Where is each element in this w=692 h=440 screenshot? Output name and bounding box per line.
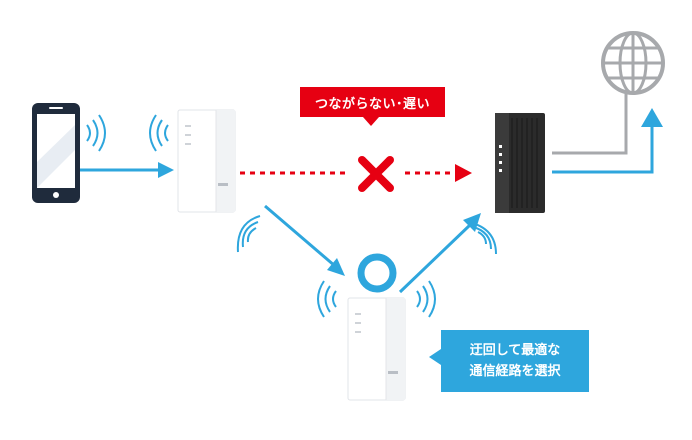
- circle-icon: [357, 253, 397, 293]
- router-icon: [495, 113, 545, 213]
- blocked-route-label: つながらない･遅い: [300, 87, 445, 117]
- router-uplink-arrow: [552, 125, 654, 174]
- wifi-waves-icon: [149, 114, 169, 152]
- route-callout-line2: 通信経路を選択: [469, 364, 561, 379]
- extender-to-mesh-arrow: [264, 204, 336, 268]
- route-callout: 迂回して最適な 通信経路を選択: [441, 330, 589, 392]
- smartphone-icon: [32, 103, 80, 203]
- blocked-label-pointer: [363, 117, 379, 126]
- wifi-extender-icon: [177, 109, 236, 213]
- cross-icon: [358, 156, 394, 192]
- route-callout-line1: 迂回して最適な: [469, 343, 561, 358]
- wifi-waves-icon: [86, 114, 106, 152]
- globe-icon: [601, 31, 665, 95]
- internet-link-line: [552, 93, 628, 155]
- uplink-arrowhead: [641, 108, 663, 127]
- route-callout-pointer: [429, 349, 441, 365]
- wifi-waves-icon: [236, 215, 261, 253]
- wifi-waves-icon: [317, 280, 436, 318]
- mesh-to-router-arrow: [398, 223, 472, 294]
- wifi-extender-icon: [347, 297, 406, 401]
